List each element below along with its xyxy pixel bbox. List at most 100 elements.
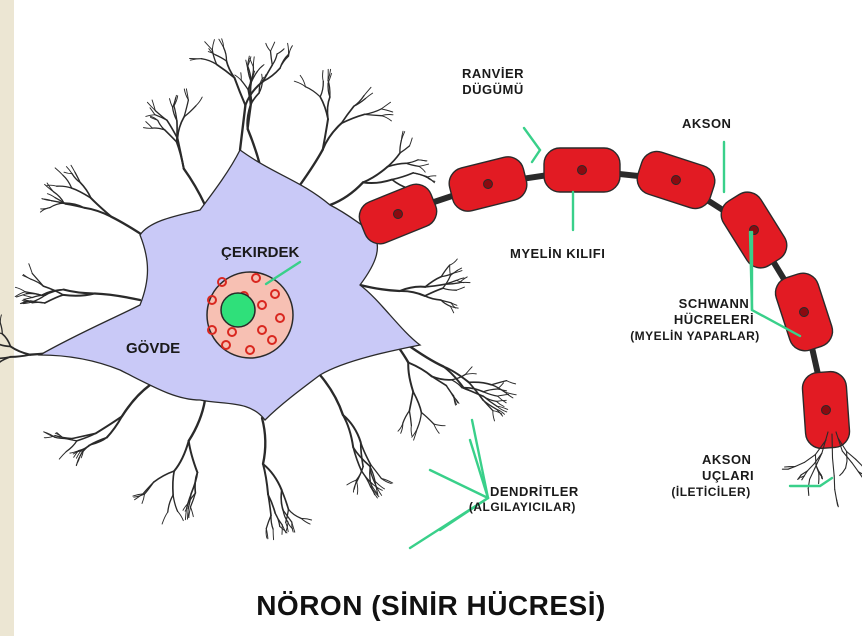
dendrite-branch — [55, 168, 63, 175]
label-schwann-line2: HÜCRELERİ — [590, 312, 800, 328]
dendrite-branch — [40, 208, 50, 213]
dendrite-branch — [409, 411, 411, 426]
dendrite-branch — [240, 105, 245, 150]
dendrite-branch — [66, 167, 72, 174]
dendrite-branch — [262, 418, 265, 464]
label-schwann-cells: SCHWANN HÜCRELERİ (MYELİN YAPARLAR) — [590, 296, 800, 344]
dendrite-branch — [173, 471, 174, 495]
dendrite-branch — [443, 288, 457, 290]
myelin-segment — [446, 153, 530, 214]
dendrite-branch — [403, 411, 410, 423]
label-akson-uclari-line2: UÇLARI — [668, 468, 754, 484]
dendrite-branch — [95, 294, 141, 301]
dendrite-branch — [305, 87, 320, 97]
dendrite-branch — [381, 109, 392, 112]
terminal-branch — [833, 458, 835, 476]
dendrite-branch — [354, 480, 356, 489]
dendrite-branch — [170, 99, 173, 108]
dendrite-branch — [10, 355, 30, 357]
dendrite-branch — [320, 81, 323, 96]
label-dendritler-line1: DENDRİTLER — [466, 484, 579, 500]
dendrite-branch — [47, 194, 55, 198]
dendrite-branch — [413, 392, 421, 413]
dendrite-branch — [23, 295, 33, 298]
myelin-segment — [355, 179, 442, 248]
terminal-branch — [846, 461, 847, 468]
terminal-branch — [795, 462, 804, 466]
dendrite-branch — [400, 141, 401, 154]
dendrite-branch — [427, 177, 434, 183]
terminal-branch — [815, 455, 816, 466]
dendrite-branch — [363, 167, 388, 183]
label-cekirdek: ÇEKIRDEK — [221, 244, 299, 263]
dendrite-branch — [42, 199, 52, 201]
dendrite-branch — [492, 385, 505, 392]
dendrite-branch — [57, 186, 72, 188]
terminal-branch — [810, 468, 815, 479]
dendrite-branch — [406, 160, 418, 164]
dendrite-branch — [392, 173, 413, 180]
dendrite-branch — [400, 146, 410, 153]
dendrite-branch — [432, 376, 452, 380]
dendrite-branch — [178, 511, 184, 520]
dendrite-branch — [507, 381, 516, 384]
diagram-title: NÖRON (SİNİR HÜCRESİ) — [0, 590, 862, 622]
myelin-segment — [633, 147, 719, 212]
dendrite-branch — [327, 97, 329, 119]
dendrite-branch — [411, 426, 412, 436]
dendrite-branch — [357, 482, 358, 495]
dendrite-branch — [320, 375, 343, 415]
dendrite-branch — [493, 411, 495, 421]
label-schwann-line3: (MYELİN YAPARLAR) — [590, 329, 800, 344]
dendrite-branch — [251, 83, 252, 101]
label-ranvier-line2: DÜGÜMÜ — [462, 82, 524, 98]
dendrite-branch — [107, 416, 122, 437]
dendrite-branch — [421, 413, 433, 425]
dendrite-branch — [144, 128, 153, 129]
dendrite-branch — [280, 56, 289, 68]
dendrite-branch — [217, 65, 235, 78]
label-akson-uclari-line3: (İLETİCİLER) — [668, 485, 754, 500]
dendrite-branch — [26, 294, 41, 296]
dendrite-branch — [262, 74, 263, 82]
dendrite-branch — [173, 495, 178, 511]
terminal-branch — [808, 488, 809, 495]
dendrite-branch — [189, 441, 198, 473]
dendrite-branch — [83, 444, 91, 451]
dendrite-branch — [330, 182, 363, 205]
dendrite-branch — [266, 515, 271, 528]
dendrite-branch — [289, 46, 293, 56]
dendrite-branch — [188, 508, 189, 519]
dendrite-branch — [0, 323, 2, 334]
dendrite-branch — [168, 495, 173, 512]
dendrite-branch — [189, 400, 205, 441]
dendrite-branch — [66, 441, 77, 452]
dendrite-branch — [443, 276, 450, 288]
dendrite-branch — [191, 473, 197, 494]
dendrite-branch — [419, 164, 429, 166]
dendrite-branch — [484, 396, 497, 401]
dendrite-branch — [271, 51, 273, 65]
leader-ranvier — [524, 128, 540, 162]
dendrite-branch — [483, 392, 497, 396]
dendrite-branch — [266, 43, 271, 51]
dendrite-branch — [23, 275, 31, 279]
dendrite-branch — [288, 43, 289, 54]
dendrite-branch — [406, 163, 419, 166]
dendrite-branch — [45, 295, 63, 303]
dendrite-branch — [381, 102, 390, 109]
dendrite-branch — [400, 291, 425, 296]
nucleus — [207, 272, 293, 358]
dendrite-branch — [277, 49, 284, 54]
dendrite-branch — [498, 394, 509, 396]
dendrite-branch — [413, 173, 427, 177]
terminal-branch — [837, 499, 838, 505]
terminal-branch — [804, 455, 815, 463]
dendrite-branch — [174, 441, 189, 471]
dendrite-branch — [364, 109, 381, 115]
dendrite-branch — [184, 169, 205, 205]
dendrite-branch — [273, 529, 274, 540]
dendrite-branch — [419, 166, 425, 172]
dendrite-branch — [364, 87, 371, 95]
dendrite-branch — [410, 138, 413, 146]
